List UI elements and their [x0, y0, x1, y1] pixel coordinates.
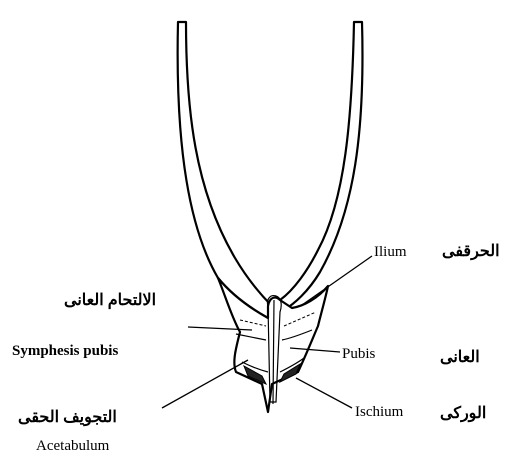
acetabulum-pointer: [162, 360, 248, 408]
ischium-pointer: [296, 378, 352, 408]
acetabulum-label-ar: التجويف الحقى: [18, 409, 117, 427]
pubis-label-ar: العانى: [440, 349, 480, 366]
ilium-label-en: Ilium: [374, 244, 407, 260]
symphysis-label-en: Symphesis pubis: [12, 343, 118, 359]
left-ilium-bone: [178, 22, 272, 318]
ischium-label-en: Ischium: [355, 404, 404, 420]
ischium-label-ar: الوركى: [440, 405, 486, 423]
symphysis-label-ar: الالتحام العانى: [64, 292, 156, 310]
right-ilium-bone: [280, 22, 363, 310]
ilium-label-ar: الحرقفى: [442, 243, 500, 261]
acetabulum-label-en: Acetabulum: [36, 438, 110, 454]
pubis-label-en: Pubis: [342, 346, 376, 362]
